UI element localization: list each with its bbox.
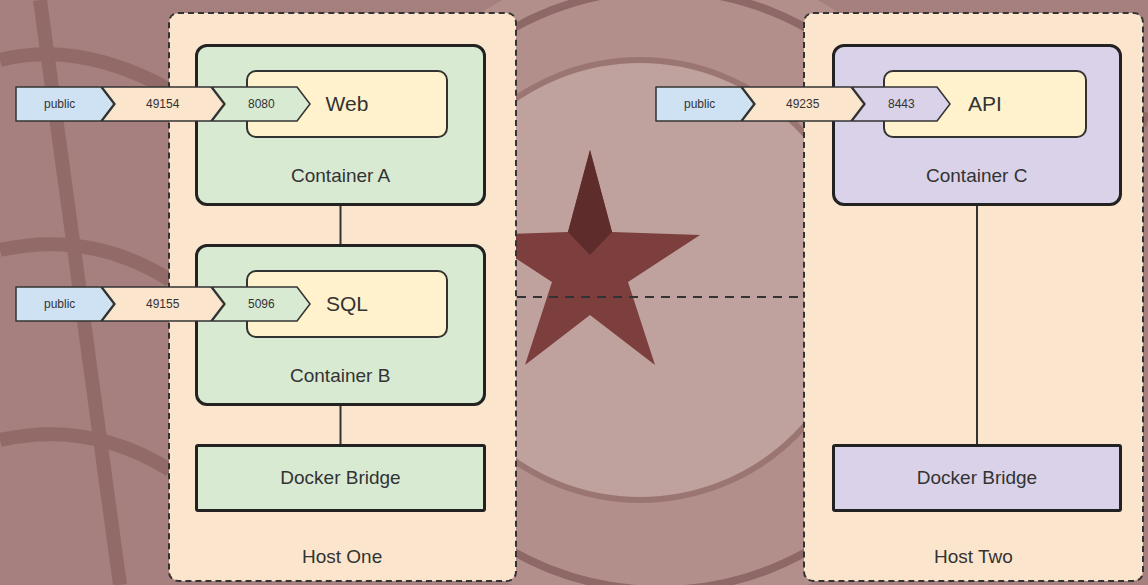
box-label: Docker Bridge	[280, 467, 400, 489]
host-fill	[169, 13, 516, 581]
bridge-box: Docker Bridge	[195, 444, 486, 512]
port-tag: 5096	[211, 286, 311, 322]
port-tag: public	[15, 86, 115, 122]
connector-line	[340, 206, 342, 244]
tag-chevron	[102, 287, 224, 321]
compass-star-shade	[568, 150, 612, 255]
bridge-box: Docker Bridge	[832, 444, 1122, 512]
box-label: Docker Bridge	[917, 467, 1037, 489]
port-tag: 49155	[101, 286, 225, 322]
tag-chevron	[212, 287, 310, 321]
port-tag: 49235	[741, 86, 865, 122]
box-label: Web	[326, 92, 369, 116]
port-number: public	[44, 97, 75, 111]
tag-chevron	[102, 87, 224, 121]
port-number: 49235	[786, 97, 819, 111]
connector-line	[517, 296, 803, 298]
port-tag: 49154	[101, 86, 225, 122]
tag-chevron	[16, 87, 114, 121]
port-number: 8443	[888, 97, 915, 111]
port-tag: 8443	[851, 86, 951, 122]
connector-line	[340, 406, 342, 444]
box-label: Container A	[291, 165, 390, 187]
port-number: public	[44, 297, 75, 311]
box-label: Container B	[290, 365, 390, 387]
port-number: 5096	[248, 297, 275, 311]
tag-chevron	[852, 87, 950, 121]
tag-chevron	[16, 287, 114, 321]
box-label: Container C	[926, 165, 1027, 187]
connector-line	[976, 206, 978, 444]
port-tag: public	[15, 286, 115, 322]
port-number: 8080	[248, 97, 275, 111]
container-box: Container B SQL 5096	[195, 244, 486, 406]
container-box: Container A Web 8080	[195, 44, 486, 206]
box-label: Host One	[302, 546, 382, 568]
tag-chevron	[742, 87, 864, 121]
port-tag: public	[655, 86, 755, 122]
box-label: SQL	[326, 292, 368, 316]
tag-chevron	[656, 87, 754, 121]
host-box: Host One Container A Web 8080Container B SQL…	[168, 12, 517, 582]
tag-chevron	[212, 87, 310, 121]
port-number: 49155	[146, 297, 179, 311]
container-box: Container C API 8443	[832, 44, 1122, 206]
box-label: API	[968, 92, 1002, 116]
port-number: public	[684, 97, 715, 111]
box-label: Host Two	[934, 546, 1013, 568]
port-number: 49154	[146, 97, 179, 111]
port-tag: 8080	[211, 86, 311, 122]
